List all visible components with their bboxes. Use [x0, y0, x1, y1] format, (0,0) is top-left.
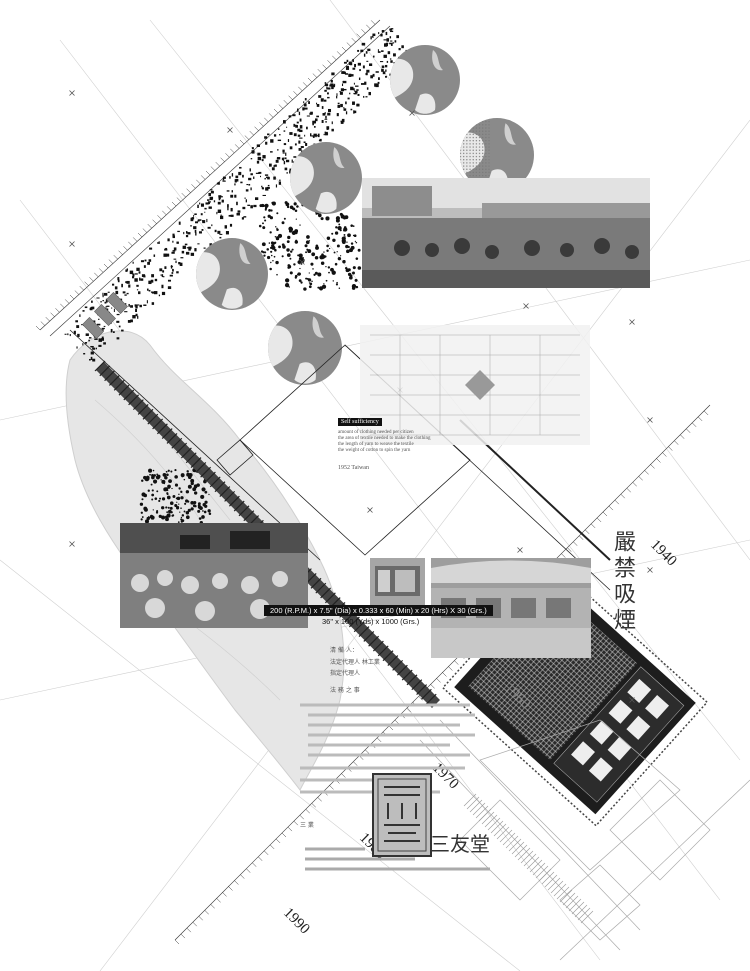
- spinning-formula-numerator: 200 (R.P.M.) x 7.5" (Dia) x 0.333 x 60 (…: [264, 605, 493, 616]
- doc-line: 法 務 之 事: [330, 687, 360, 694]
- city-plan: [419, 719, 750, 961]
- document-footer-lines: [305, 845, 495, 875]
- ss-item: the weight of cotton to spin the yarn: [338, 448, 411, 453]
- calligraphy-signature: 三友堂: [430, 832, 490, 856]
- doc-line: 三 業: [300, 822, 314, 829]
- photo-ledger-document: [360, 325, 590, 445]
- doc-line: 指定代理人: [330, 670, 361, 677]
- photo-outdoor-gathering: [362, 178, 650, 288]
- document-body-lines: [300, 700, 480, 820]
- plan-hatch: [463, 793, 594, 924]
- self-sufficiency-title: Self sufficiency: [338, 418, 382, 426]
- ss-item: the length of yarn to weave the textile: [338, 442, 414, 447]
- doc-line: 清 備 人：: [330, 647, 358, 654]
- photo-factory-interior-small: [370, 558, 425, 608]
- solar-panels: [82, 292, 128, 339]
- ss-item: amount of clothing needed per citizen: [338, 430, 414, 435]
- spinning-formula-denominator: 36" x 100 (Yds) x 1000 (Grs.): [322, 617, 420, 626]
- self-sufficiency-subtitle: 1952 Taiwan: [338, 465, 369, 471]
- dot-band: [64, 28, 410, 542]
- doc-line: 法定代理人 林工業: [330, 659, 380, 666]
- seal-stamp: [372, 773, 432, 857]
- ss-item: the area of textile needed to make the c…: [338, 436, 431, 441]
- calligraphy-no-smoking: 嚴禁吸煙: [610, 530, 635, 634]
